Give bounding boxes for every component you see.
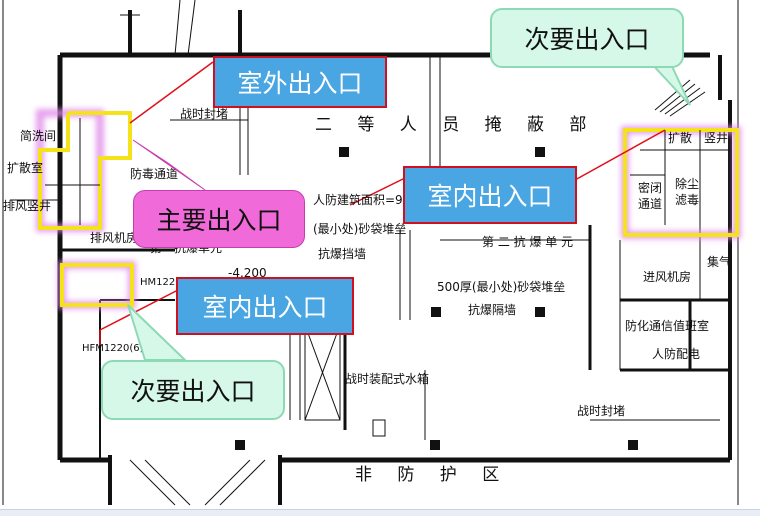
label-blast-wall-1: 抗爆挡墙 xyxy=(318,246,366,261)
label-dust-filter-2: 滤毒 xyxy=(675,193,699,207)
label-airlock-2: 通道 xyxy=(638,197,662,211)
label-non-protected-zone: 非 防 护 区 xyxy=(355,465,509,485)
leader-lines xyxy=(99,61,666,345)
label-blast-partition: 抗爆隔墙 xyxy=(468,302,516,317)
label-comms-room: 防化通信值班室 xyxy=(625,318,709,333)
label-intake-machine-room: 进风机房 xyxy=(643,269,691,284)
callout-main-entrance: 主要出入口 xyxy=(133,190,305,248)
label-shaft-right: 竖井 xyxy=(704,131,728,145)
label-air-defense-area: 人防建筑面积=9 xyxy=(313,192,403,207)
label-collect-air: 集气 xyxy=(707,254,731,269)
bottom-walls xyxy=(60,455,730,506)
label-elevation: -4.200 xyxy=(228,266,267,280)
callout-indoor-entrance-left: 室内出入口 xyxy=(176,277,354,335)
stair-top-right xyxy=(654,79,706,117)
label-airlock-1: 密闭 xyxy=(638,180,662,195)
label-power-room: 人防配电 xyxy=(652,346,700,361)
label-wash-room: 简洗间 xyxy=(20,129,56,143)
callout-outdoor-entrance: 室外出入口 xyxy=(213,56,387,108)
interior-walls xyxy=(10,55,732,460)
label-sandbag-wall-2: 500厚(最小处)砂袋堆垒 xyxy=(437,280,565,294)
label-exhaust-shaft: 排风竖井 xyxy=(3,199,51,213)
label-blast-unit-2: 第 二 抗 爆 单 元 xyxy=(482,234,573,249)
label-exhaust-machine-room: 排风机房 xyxy=(90,230,138,245)
entrance-highlights xyxy=(36,109,741,309)
label-door-code-2: HFM1220(6) xyxy=(82,343,144,354)
callout-secondary-entrance-bottom: 次要出入口 xyxy=(101,360,285,420)
status-bar xyxy=(0,509,760,516)
label-decon-room: 防毒通道 xyxy=(130,166,178,181)
label-sandbag-wall-1: (最小处)砂袋堆垒 xyxy=(313,222,406,236)
frame-lines xyxy=(2,0,739,505)
label-expansion-room-right: 扩散 xyxy=(668,130,692,145)
label-dust-filter-1: 除尘 xyxy=(675,176,699,191)
callout-indoor-entrance-right: 室内出入口 xyxy=(403,166,577,224)
equipment-box xyxy=(372,419,386,437)
water-tank xyxy=(304,324,341,421)
callout-secondary-entrance-top: 次要出入口 xyxy=(490,8,684,68)
label-wartime-seal-top: 战时封堵 xyxy=(180,107,228,121)
label-door-code-1: HM1220 xyxy=(140,277,182,288)
label-water-tank: 战时装配式水箱 xyxy=(345,371,429,386)
label-expansion-room-left: 扩散室 xyxy=(7,160,43,175)
label-zone-title: 二 等 人 员 掩 蔽 部 xyxy=(315,115,596,135)
label-wartime-seal-bottom: 战时封堵 xyxy=(577,404,625,418)
